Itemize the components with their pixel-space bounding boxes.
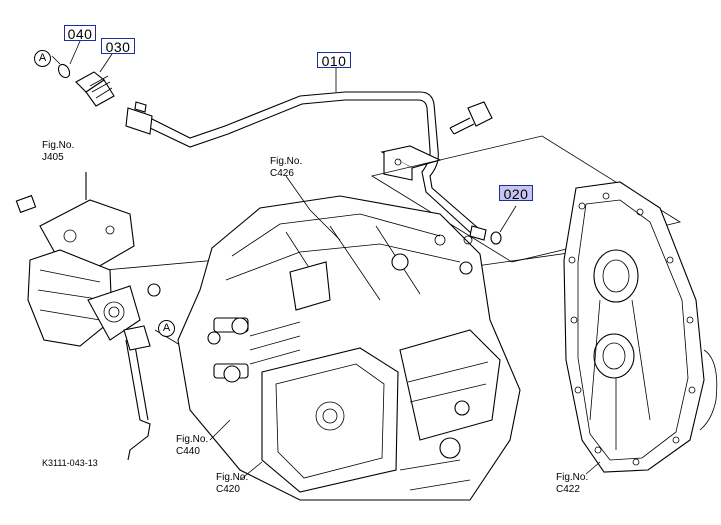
- figref-j405-line1: Fig.No.: [42, 140, 75, 151]
- document-id: K3111-043-13: [42, 458, 98, 468]
- o-ring-020[interactable]: [490, 231, 502, 245]
- figref-c420-line1: Fig.No.: [216, 472, 249, 483]
- transmission-case: [177, 195, 521, 501]
- callout-020[interactable]: 020: [499, 185, 533, 202]
- figref-c426[interactable]: Fig.No. C426: [270, 156, 302, 180]
- figref-c420[interactable]: Fig.No. C420: [216, 472, 248, 496]
- o-ring-040[interactable]: [56, 62, 72, 79]
- oil-pipe-010[interactable]: [125, 91, 487, 241]
- callout-040[interactable]: 040: [64, 25, 96, 42]
- figref-c426-line1: Fig.No.: [270, 156, 303, 167]
- mounting-bolt: [449, 101, 493, 135]
- marker-a-mid: A: [158, 320, 175, 337]
- marker-a-top: A: [34, 50, 51, 67]
- gearcase-cover-c422: [563, 181, 718, 473]
- figref-c422-line2: C422: [556, 484, 580, 495]
- figref-c422-line1: Fig.No.: [556, 472, 589, 483]
- link-rod: [123, 283, 161, 461]
- figref-j405[interactable]: Fig.No. J405: [42, 140, 74, 164]
- figref-c420-line2: C420: [216, 484, 240, 495]
- figref-c426-line2: C426: [270, 168, 294, 179]
- figref-j405-line2: J405: [42, 152, 64, 163]
- figref-c440-line2: C440: [176, 446, 200, 457]
- pump-assembly-j405: [15, 172, 141, 347]
- figref-c440[interactable]: Fig.No. C440: [176, 434, 208, 458]
- pipe-bracket: [380, 145, 442, 181]
- figref-c422[interactable]: Fig.No. C422: [556, 472, 588, 496]
- figref-c440-line1: Fig.No.: [176, 434, 209, 445]
- callout-030[interactable]: 030: [101, 38, 135, 55]
- figref-leaders: [209, 175, 601, 481]
- hose-nipple-030[interactable]: [75, 71, 115, 107]
- callout-010[interactable]: 010: [317, 52, 351, 69]
